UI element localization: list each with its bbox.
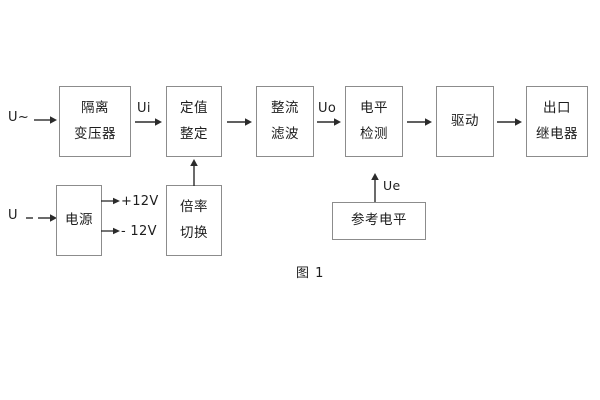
block-line-1: 倍率 — [180, 198, 208, 215]
block-drive: 驱动 — [436, 86, 494, 157]
signal-label-ue: Ue — [383, 178, 401, 193]
block-line-1: 定值 — [180, 99, 208, 116]
block-line-1: 整流 — [271, 99, 299, 116]
power-rail-negative-label: - 12V — [121, 224, 157, 239]
block-line-2: 整定 — [180, 126, 208, 142]
arrow-drive-to-relay — [497, 117, 523, 127]
block-isolation-transformer: 隔离 变压器 — [59, 86, 131, 157]
arrow-reference-to-level — [370, 172, 380, 202]
arrow-level-to-drive — [407, 117, 433, 127]
input-label-dc: U — [8, 208, 18, 223]
block-line-2: 继电器 — [536, 126, 578, 142]
block-setting-value: 定值 整定 — [166, 86, 222, 157]
block-output-relay: 出口 继电器 — [526, 86, 588, 157]
block-line-1: 出口 — [543, 99, 571, 116]
figure-caption: 图 1 — [296, 266, 325, 281]
arrow-dc-to-power-supply — [25, 213, 58, 223]
block-line-1: 参考电平 — [351, 212, 407, 229]
block-line-2: 切换 — [180, 225, 208, 241]
block-line-2: 滤波 — [271, 126, 299, 142]
signal-label-uo: Uo — [318, 101, 337, 116]
block-line-1: 电平 — [360, 99, 388, 116]
block-multiplier-switch: 倍率 切换 — [166, 185, 222, 256]
block-rectify-filter: 整流 滤波 — [256, 86, 314, 157]
block-reference-level: 参考电平 — [332, 202, 426, 240]
arrow-rail-positive — [101, 196, 121, 206]
arrow-transformer-to-setting — [135, 117, 163, 127]
block-line-2: 变压器 — [74, 126, 116, 142]
signal-label-ui: Ui — [137, 101, 151, 116]
block-power-supply: 电源 — [56, 185, 102, 256]
power-rail-positive-label: +12V — [121, 194, 159, 209]
block-line-2: 检测 — [360, 126, 388, 142]
block-level-detection: 电平 检测 — [345, 86, 403, 157]
arrow-rectify-to-level — [317, 117, 342, 127]
block-line-1: 隔离 — [81, 99, 109, 116]
arrow-rail-negative — [101, 226, 121, 236]
arrow-setting-to-rectify — [227, 117, 253, 127]
arrow-multiplier-to-setting — [189, 158, 199, 186]
input-label-ac: U~ — [8, 110, 30, 125]
block-line-1: 电源 — [65, 211, 93, 228]
arrow-ac-to-transformer — [34, 115, 58, 125]
block-line-1: 驱动 — [451, 112, 479, 129]
